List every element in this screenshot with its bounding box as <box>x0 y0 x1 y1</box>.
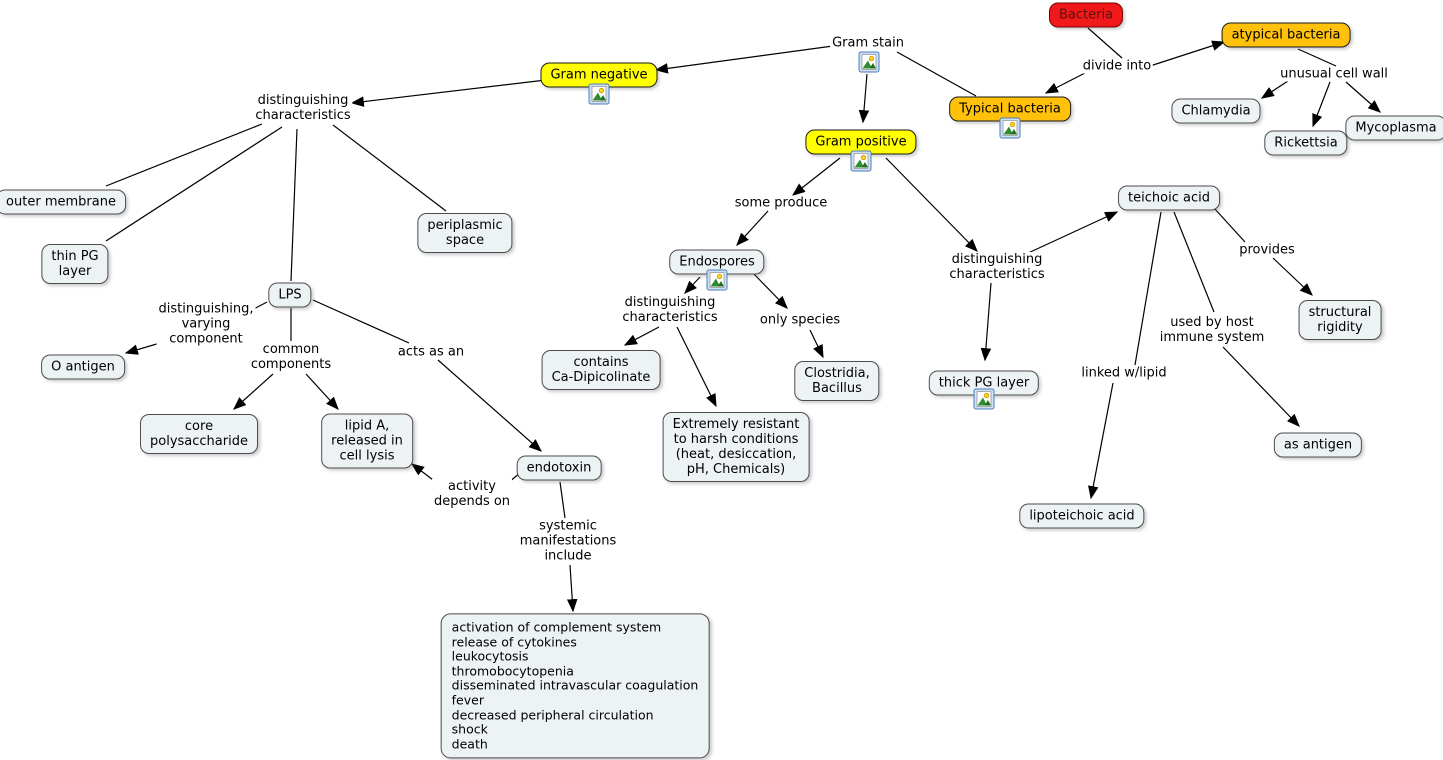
image-resource-icon[interactable] <box>588 83 610 105</box>
edge-gram-stain-to-typical <box>896 51 977 97</box>
edge-unusual-to-chlamydia <box>1260 80 1289 99</box>
edge-linked-to-lipoteichoic <box>1088 382 1114 500</box>
node-lps[interactable]: LPS <box>268 282 312 308</box>
edge-only-species-to-clostridia <box>809 329 824 359</box>
edge-provides-to-structural <box>1272 257 1313 296</box>
edge-gram-positive-to-some-produce <box>791 157 841 196</box>
link-label-provides[interactable]: provides <box>1237 242 1297 258</box>
node-core-polysaccharide[interactable]: core polysaccharide <box>140 414 258 454</box>
edge-dist-char-to-outer-membrane <box>105 123 263 187</box>
node-structural-rigidity[interactable]: structural rigidity <box>1298 300 1382 340</box>
link-label-unusual-cell-wall[interactable]: unusual cell wall <box>1278 66 1390 82</box>
node-rickettsia[interactable]: Rickettsia <box>1264 130 1348 156</box>
edge-gram-positive-to-dist-char <box>885 157 978 252</box>
link-label-activity-depends[interactable]: activity depends on <box>431 479 513 509</box>
edge-gram-negative-to-dist-char <box>350 79 547 107</box>
node-teichoic-acid[interactable]: teichoic acid <box>1118 185 1220 211</box>
node-outer-membrane[interactable]: outer membrane <box>0 189 126 215</box>
edge-gram-stain-to-gram-positive <box>858 73 870 124</box>
link-label-dist-char-left[interactable]: distinguishing characteristics <box>253 93 353 123</box>
edge-some-produce-to-endospores <box>736 210 769 246</box>
link-label-dist-char-gp[interactable]: distinguishing characteristics <box>947 252 1047 282</box>
node-atypical-bacteria[interactable]: atypical bacteria <box>1221 22 1351 48</box>
edge-acts-as-an-to-endotoxin <box>437 359 542 452</box>
node-thin-pg-layer[interactable]: thin PG layer <box>41 244 109 284</box>
node-lipoteichoic-acid[interactable]: lipoteichoic acid <box>1019 503 1145 529</box>
edge-gram-stain-to-gram-negative <box>654 45 834 74</box>
edge-dist-varying-to-o-antigen <box>124 342 161 355</box>
node-thick-pg-layer[interactable]: thick PG layer <box>928 370 1040 396</box>
edge-teichoic-to-provides <box>1213 207 1246 243</box>
node-endotoxin[interactable]: endotoxin <box>516 455 602 481</box>
edge-endospores-to-dist-char <box>684 276 701 294</box>
edge-divide-into-to-atypical <box>1149 40 1226 67</box>
node-periplasmic-space[interactable]: periplasmic space <box>417 213 513 253</box>
edge-unusual-to-rickettsia <box>1312 81 1331 128</box>
image-resource-icon[interactable] <box>850 150 872 172</box>
image-resource-icon[interactable] <box>706 269 728 291</box>
edge-unusual-to-mycoplasma <box>1345 81 1381 113</box>
node-chlamydia[interactable]: Chlamydia <box>1171 98 1261 124</box>
link-label-some-produce[interactable]: some produce <box>732 195 830 211</box>
edge-dist-char-to-teichoic <box>1025 211 1119 255</box>
link-label-divide-into[interactable]: divide into <box>1080 58 1154 74</box>
link-label-dist-char-endospores[interactable]: distinguishing characteristics <box>620 295 720 325</box>
node-o-antigen[interactable]: O antigen <box>41 354 125 380</box>
node-clostridia-bacillus[interactable]: Clostridia, Bacillus <box>794 361 880 401</box>
image-resource-icon[interactable] <box>999 117 1021 139</box>
edge-common-to-core <box>233 373 274 410</box>
image-resource-icon[interactable] <box>973 388 995 410</box>
node-contains-ca-dipicolinate[interactable]: contains Ca-Dipicolinate <box>541 350 661 390</box>
edge-dist-char-to-lps <box>290 128 298 282</box>
link-label-linked-w-lipid[interactable]: linked w/lipid <box>1079 365 1169 381</box>
link-label-gram-stain[interactable]: Gram stain <box>830 35 906 51</box>
edge-common-to-lipid-a <box>305 373 339 410</box>
edge-used-by-to-as-antigen <box>1222 346 1300 427</box>
edge-systemic-to-manifestations <box>566 564 578 613</box>
node-extremely-resistant[interactable]: Extremely resistant to harsh conditions … <box>662 412 810 482</box>
edge-dist-char-to-thin-pg <box>105 126 283 242</box>
link-label-only-species[interactable]: only species <box>757 312 843 328</box>
node-as-antigen[interactable]: as antigen <box>1273 432 1363 458</box>
link-label-common-components[interactable]: common components <box>248 342 334 372</box>
edge-endotoxin-to-systemic <box>559 481 566 519</box>
image-resource-icon[interactable] <box>858 51 880 73</box>
link-label-dist-varying[interactable]: distinguishing, varying component <box>156 301 256 347</box>
node-lipid-a[interactable]: lipid A, released in cell lysis <box>321 413 413 469</box>
edge-teichoic-to-linked <box>1134 211 1162 366</box>
edge-dist-char-to-extremely <box>676 326 717 408</box>
link-label-acts-as-an[interactable]: acts as an <box>395 344 467 360</box>
edge-dist-char-to-thick-pg <box>980 282 992 362</box>
edge-dist-char-to-periplasmic <box>332 124 447 212</box>
edge-teichoic-to-used-by <box>1173 211 1215 313</box>
edge-lps-to-acts-as-an <box>312 299 410 344</box>
edge-atypical-to-unusual <box>1297 48 1337 67</box>
edge-endospores-to-only-species <box>751 271 788 309</box>
node-mycoplasma[interactable]: Mycoplasma <box>1345 115 1443 141</box>
edge-bacteria-to-divide-into <box>1087 27 1123 59</box>
edge-divide-into-to-typical <box>1044 72 1086 94</box>
edge-dist-char-to-contains-ca <box>623 326 660 346</box>
node-bacteria[interactable]: Bacteria <box>1048 2 1124 28</box>
link-label-used-by-host[interactable]: used by host immune system <box>1157 315 1267 345</box>
link-label-systemic[interactable]: systemic manifestations include <box>517 518 619 564</box>
node-systemic-manifestations-list[interactable]: activation of complement system release … <box>440 613 710 759</box>
